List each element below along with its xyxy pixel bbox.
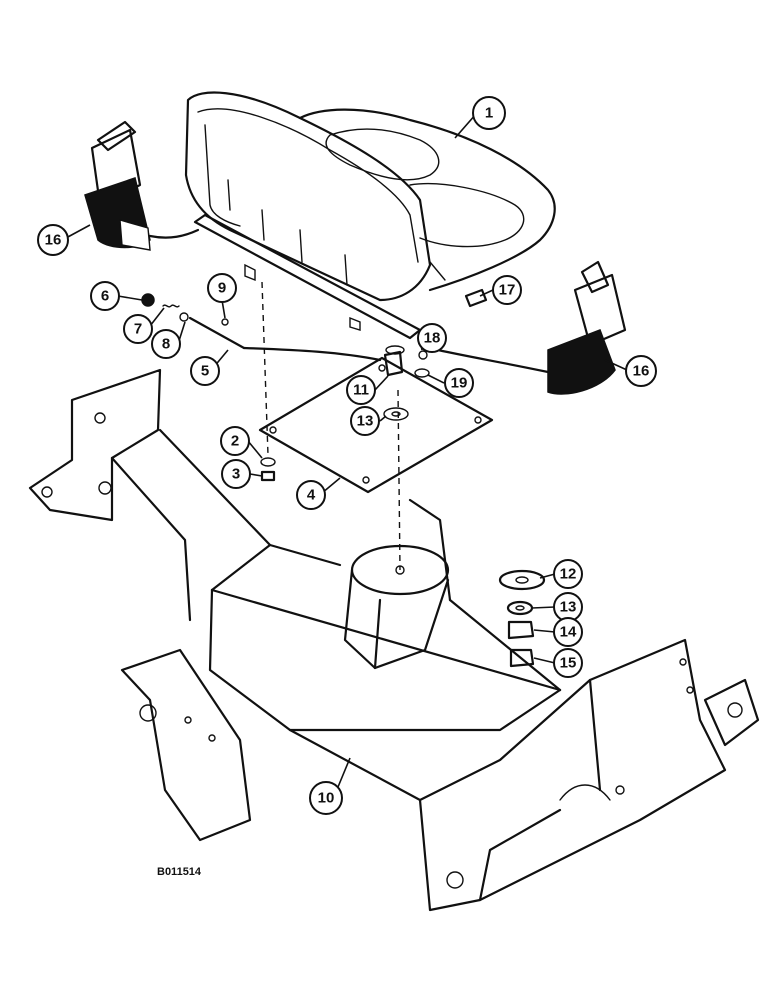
callout-4: 4 xyxy=(296,480,326,510)
seat-belt-buckle-left xyxy=(84,120,200,251)
callout-19-label: 19 xyxy=(451,375,468,392)
callout-15-label: 15 xyxy=(560,655,577,672)
seat xyxy=(184,91,556,340)
callout-6-label: 6 xyxy=(101,288,109,305)
callout-3-label: 3 xyxy=(232,466,240,483)
callout-13-upper: 13 xyxy=(350,406,380,436)
callout-1: 1 xyxy=(472,96,506,130)
callout-7: 7 xyxy=(123,314,153,344)
callout-10: 10 xyxy=(309,781,343,815)
callout-16-right-label: 16 xyxy=(633,363,650,380)
figure-code: B011514 xyxy=(157,866,202,878)
callout-4-label: 4 xyxy=(307,487,316,504)
callout-11-label: 11 xyxy=(353,382,369,399)
callout-18-label: 18 xyxy=(424,330,441,347)
callout-13-lower: 13 xyxy=(553,592,583,622)
callout-11: 11 xyxy=(346,375,376,405)
mounting-plate xyxy=(258,356,494,494)
callout-1-label: 1 xyxy=(485,105,493,122)
callout-3: 3 xyxy=(221,459,251,489)
callout-17-label: 17 xyxy=(499,282,516,299)
callout-9: 9 xyxy=(207,273,237,303)
callout-9-label: 9 xyxy=(218,280,226,297)
callout-16-left-label: 16 xyxy=(45,232,62,249)
callout-12: 12 xyxy=(553,559,583,589)
callout-16-right: 16 xyxy=(625,355,657,387)
callout-13-upper-label: 13 xyxy=(357,413,374,430)
callout-2: 2 xyxy=(220,426,250,456)
callout-15: 15 xyxy=(553,648,583,678)
callout-19: 19 xyxy=(444,368,474,398)
seat-pedestal xyxy=(343,498,452,670)
front-frame-chassis xyxy=(28,368,760,912)
callout-14-label: 14 xyxy=(560,624,577,641)
isolator-hardware xyxy=(498,569,546,668)
callout-10-label: 10 xyxy=(318,790,335,807)
leader-lines xyxy=(65,113,628,788)
pin-and-hardware-group xyxy=(141,288,488,421)
callout-7-label: 7 xyxy=(134,321,142,338)
callout-5: 5 xyxy=(190,356,220,386)
callout-17: 17 xyxy=(492,275,522,305)
callout-8: 8 xyxy=(151,329,181,359)
callout-12-label: 12 xyxy=(560,566,577,583)
callout-13-lower-label: 13 xyxy=(560,599,577,616)
callout-6: 6 xyxy=(90,281,120,311)
ball-knob xyxy=(141,293,155,307)
callout-5-label: 5 xyxy=(201,363,209,380)
callout-2-label: 2 xyxy=(231,433,239,450)
seat-belt-buckle-right xyxy=(436,260,627,395)
callout-14: 14 xyxy=(553,617,583,647)
callout-18: 18 xyxy=(417,323,447,353)
callout-16-left: 16 xyxy=(37,224,69,256)
callout-8-label: 8 xyxy=(162,336,170,353)
